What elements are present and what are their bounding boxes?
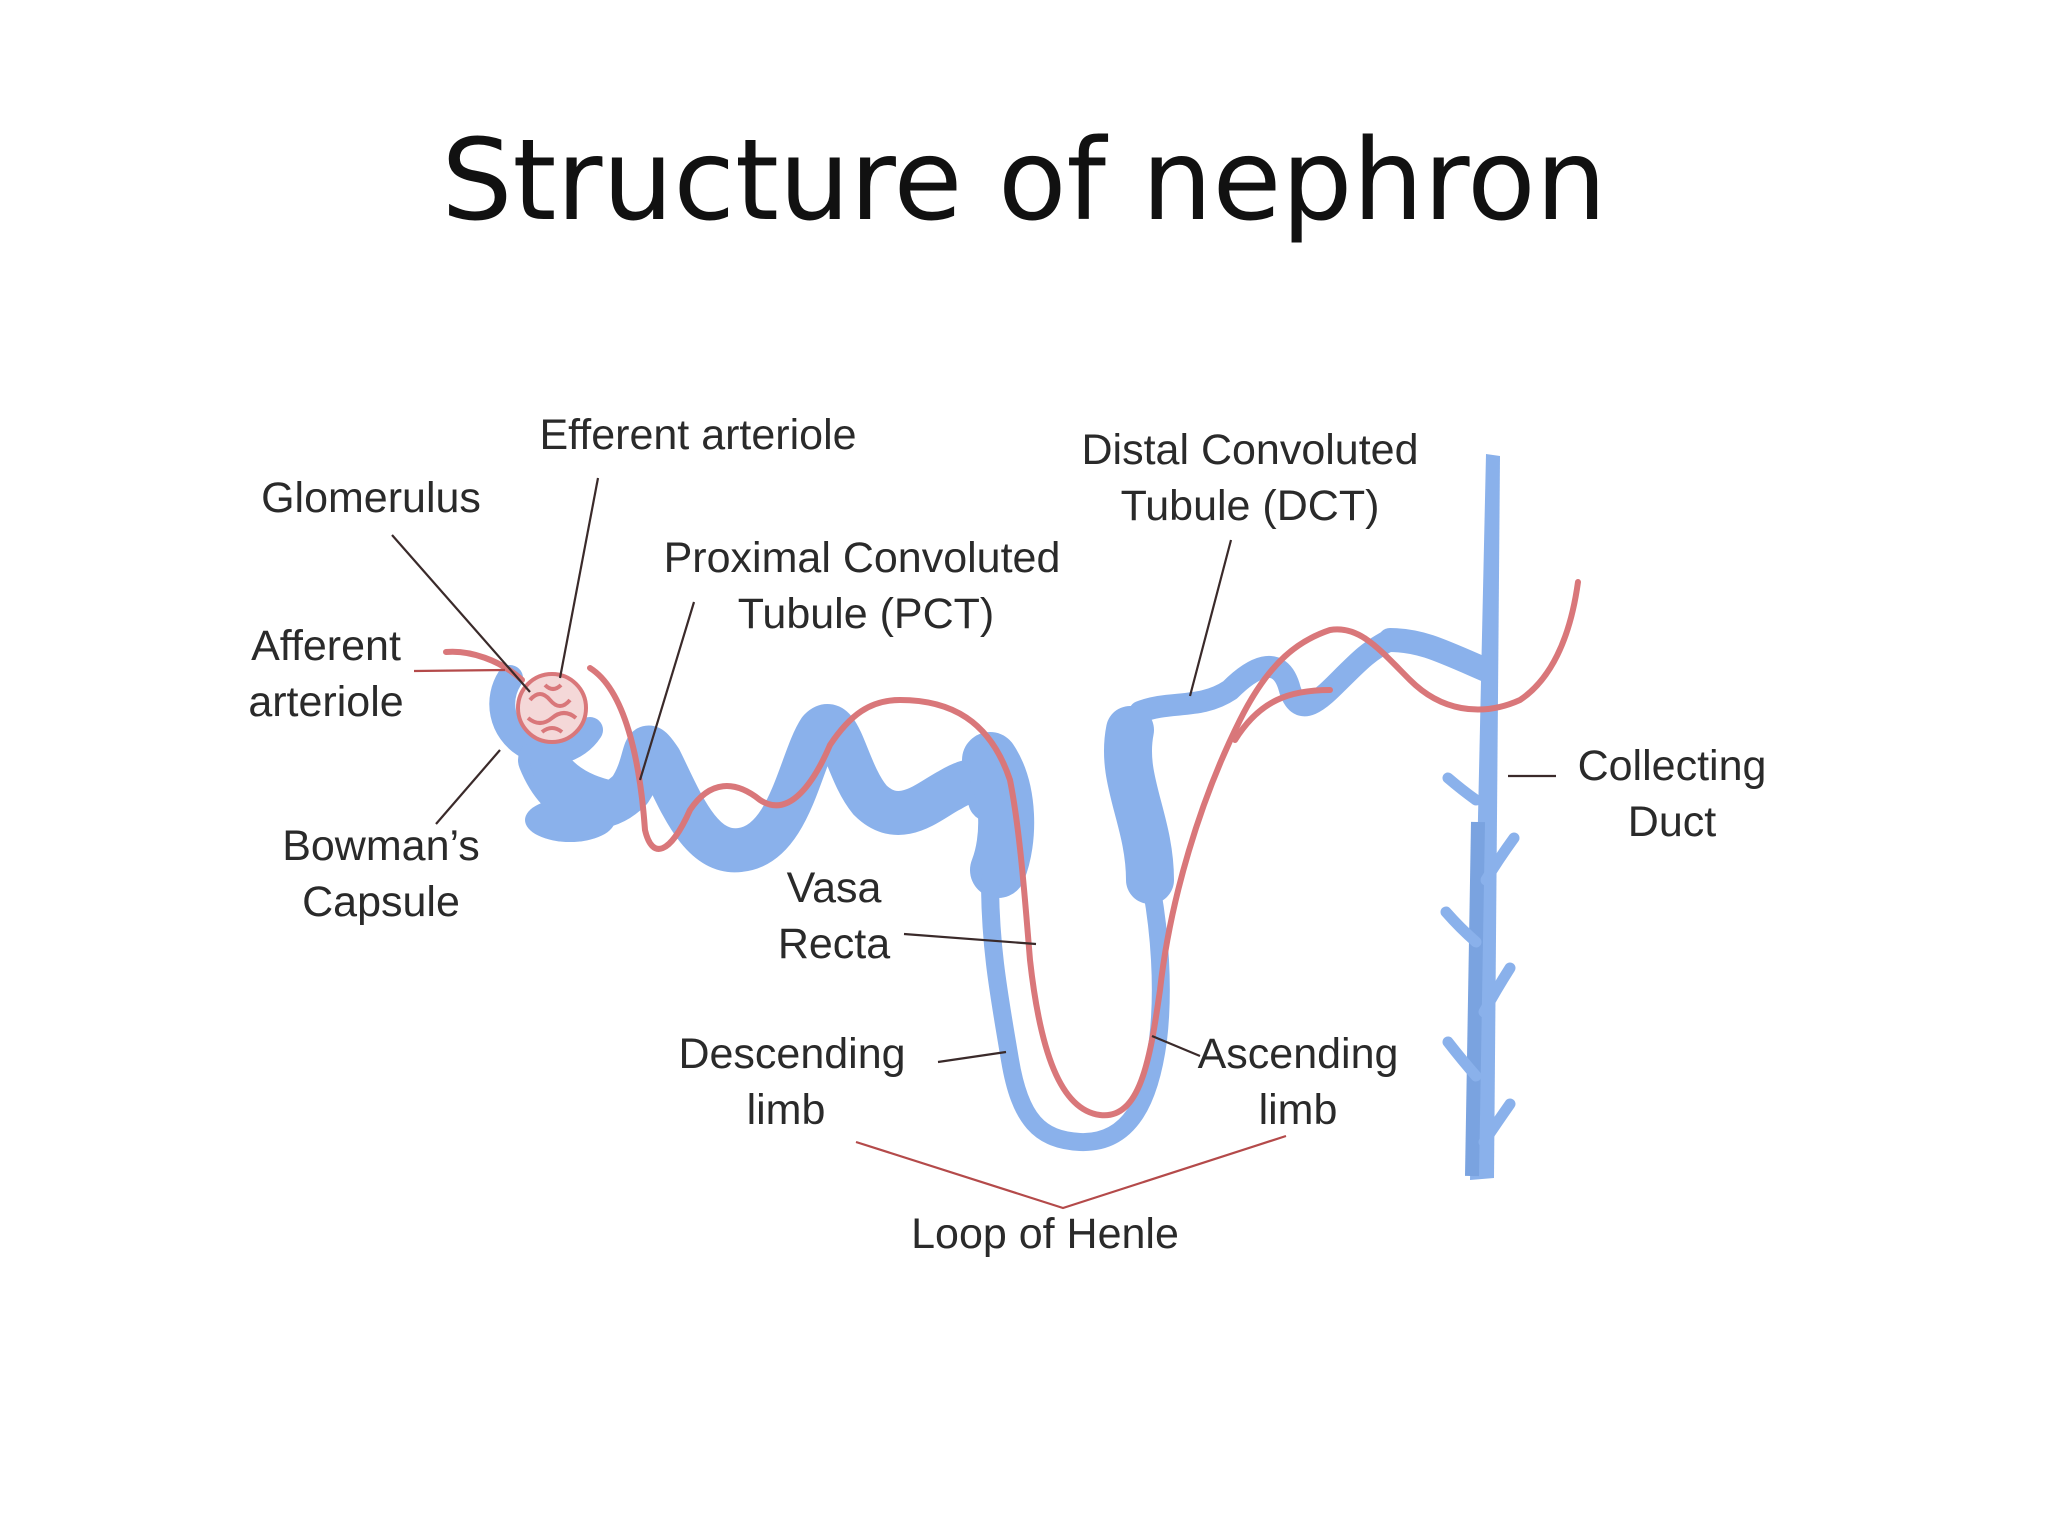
label-glomerulus: Glomerulus bbox=[261, 474, 481, 522]
label-loop-of-henle: Loop of Henle bbox=[911, 1210, 1179, 1258]
label-pct-2: Tubule (PCT) bbox=[738, 590, 994, 638]
label-ascending-limb-1: Ascending bbox=[1198, 1030, 1399, 1078]
glomerulus bbox=[516, 672, 588, 744]
label-collecting-duct-1: Collecting bbox=[1578, 742, 1767, 790]
label-collecting-duct-2: Duct bbox=[1628, 798, 1716, 846]
slide-title: Structure of nephron bbox=[441, 116, 1607, 246]
label-descending-limb-2: limb bbox=[747, 1086, 826, 1134]
label-afferent-arteriole-2: arteriole bbox=[248, 678, 403, 726]
label-ascending-limb-2: limb bbox=[1259, 1086, 1338, 1134]
labels: Efferent arteriole Glomerulus Afferent a… bbox=[248, 411, 1766, 1258]
label-vasa-recta-1: Vasa bbox=[787, 864, 882, 912]
bowmans-capsule bbox=[525, 730, 620, 842]
label-bowmans-capsule-1: Bowman’s bbox=[282, 822, 480, 870]
label-afferent-arteriole-1: Afferent bbox=[251, 622, 401, 670]
label-efferent-arteriole: Efferent arteriole bbox=[539, 411, 856, 459]
label-bowmans-capsule-2: Capsule bbox=[302, 878, 460, 926]
nephron-tubule bbox=[489, 628, 1498, 1152]
label-dct-2: Tubule (DCT) bbox=[1121, 482, 1380, 530]
label-vasa-recta-2: Recta bbox=[778, 920, 890, 968]
label-dct-1: Distal Convoluted bbox=[1081, 426, 1418, 474]
label-descending-limb-1: Descending bbox=[678, 1030, 905, 1078]
collecting-duct bbox=[1440, 454, 1520, 1180]
label-pct-1: Proximal Convoluted bbox=[664, 534, 1061, 582]
leader-lines bbox=[391, 477, 1556, 1210]
